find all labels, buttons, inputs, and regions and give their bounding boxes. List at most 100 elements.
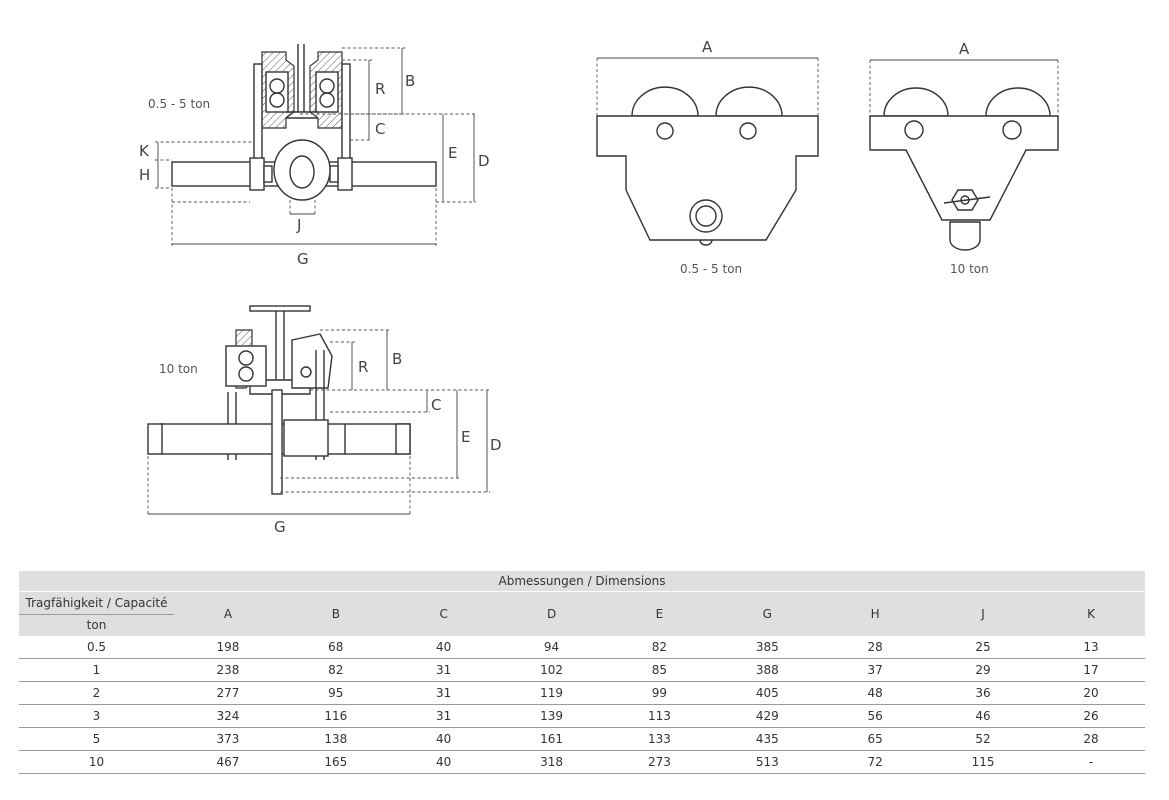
front-large-caption: 10 ton xyxy=(950,262,989,276)
front-view-large-trolley xyxy=(869,59,1059,251)
capacity-unit: ton xyxy=(86,618,107,632)
front-view-small-trolley xyxy=(596,57,819,246)
table-cell: 99 xyxy=(605,681,714,705)
dim-label-b: B xyxy=(405,72,415,90)
column-header: D xyxy=(497,591,606,636)
table-cell: 82 xyxy=(281,658,390,682)
table-cell: 52 xyxy=(929,727,1037,751)
capacity-header-cell: Tragfähigkeit / Capacité ton xyxy=(19,591,174,636)
table-cell: 273 xyxy=(605,750,714,774)
table-cell: 40 xyxy=(389,727,498,751)
table-cell: 68 xyxy=(281,636,390,659)
table-cell: 2 xyxy=(19,681,174,705)
table-cell: 405 xyxy=(713,681,822,705)
table-cell: 429 xyxy=(713,704,822,728)
table-cell: 17 xyxy=(1037,658,1145,682)
table-cell: 102 xyxy=(497,658,606,682)
side-small-caption: 0.5 - 5 ton xyxy=(148,97,210,111)
technical-drawing: 0.5 - 5 ton B R C E D K H J G A 0.5 - 5 … xyxy=(139,38,1059,536)
table-cell: 31 xyxy=(389,658,498,682)
table-cell: 133 xyxy=(605,727,714,751)
table-cell: 0.5 xyxy=(19,636,174,659)
table-cell: 388 xyxy=(713,658,822,682)
table-cell: 138 xyxy=(281,727,390,751)
table-cell: 95 xyxy=(281,681,390,705)
table-row: 5 373 138 40 161 133 435 65 52 28 xyxy=(19,727,1145,751)
side-large-caption: 10 ton xyxy=(159,362,198,376)
table-cell: 113 xyxy=(605,704,714,728)
table-cell: 82 xyxy=(605,636,714,659)
large-dim-label-d: D xyxy=(490,436,502,454)
table-cell: 119 xyxy=(497,681,606,705)
table-cell: 56 xyxy=(821,704,930,728)
table-cell: 26 xyxy=(1037,704,1145,728)
table-cell: 1 xyxy=(19,658,174,682)
dim-label-k: K xyxy=(139,142,150,160)
table-row: 0.5 198 68 40 94 82 385 28 25 13 xyxy=(19,636,1145,659)
large-dim-label-e: E xyxy=(461,428,470,446)
table-cell: 10 xyxy=(19,750,174,774)
large-dim-label-b: B xyxy=(392,350,402,368)
dim-label-g: G xyxy=(297,250,309,268)
column-header: K xyxy=(1037,591,1145,636)
dim-label-e: E xyxy=(448,144,457,162)
column-header: G xyxy=(713,591,822,636)
large-dim-label-r: R xyxy=(358,358,368,376)
table-row: 1 238 82 31 102 85 388 37 29 17 xyxy=(19,658,1145,682)
table-cell: 28 xyxy=(1037,727,1145,751)
table-cell: 198 xyxy=(174,636,282,659)
front-small-caption: 0.5 - 5 ton xyxy=(680,262,742,276)
table-cell: 116 xyxy=(281,704,390,728)
column-header: C xyxy=(389,591,498,636)
side-view-large-trolley xyxy=(147,305,490,516)
column-header: J xyxy=(929,591,1037,636)
table-cell: 5 xyxy=(19,727,174,751)
table-cell: 13 xyxy=(1037,636,1145,659)
side-view-small-trolley xyxy=(155,44,476,246)
table-cell: 385 xyxy=(713,636,822,659)
table-cell: 513 xyxy=(713,750,822,774)
dim-label-c: C xyxy=(375,120,385,138)
table-cell: - xyxy=(1037,750,1145,774)
table-cell: 115 xyxy=(929,750,1037,774)
table-cell: 139 xyxy=(497,704,606,728)
table-cell: 25 xyxy=(929,636,1037,659)
dimensions-table: Abmessungen / Dimensions Tragfähigkeit /… xyxy=(19,571,1145,774)
large-dim-label-g: G xyxy=(274,518,286,536)
table-cell: 467 xyxy=(174,750,282,774)
table-cell: 3 xyxy=(19,704,174,728)
column-header: A xyxy=(174,591,282,636)
dim-label-h: H xyxy=(139,166,150,184)
table-cell: 373 xyxy=(174,727,282,751)
table-cell: 324 xyxy=(174,704,282,728)
table-cell: 20 xyxy=(1037,681,1145,705)
column-header: E xyxy=(605,591,714,636)
table-cell: 161 xyxy=(497,727,606,751)
table-cell: 238 xyxy=(174,658,282,682)
dim-label-r: R xyxy=(375,80,385,98)
table-cell: 40 xyxy=(389,636,498,659)
table-row: 3 324 116 31 139 113 429 56 46 26 xyxy=(19,704,1145,728)
column-header: B xyxy=(281,591,390,636)
table-title: Abmessungen / Dimensions xyxy=(19,571,1145,592)
table-cell: 165 xyxy=(281,750,390,774)
table-cell: 31 xyxy=(389,681,498,705)
table-cell: 85 xyxy=(605,658,714,682)
table-row: 2 277 95 31 119 99 405 48 36 20 xyxy=(19,681,1145,705)
large-dim-label-c: C xyxy=(431,396,441,414)
table-cell: 435 xyxy=(713,727,822,751)
table-cell: 94 xyxy=(497,636,606,659)
table-row: 10 467 165 40 318 273 513 72 115 - xyxy=(19,750,1145,774)
table-cell: 36 xyxy=(929,681,1037,705)
dim-label-j: J xyxy=(296,216,301,234)
capacity-header: Tragfähigkeit / Capacité xyxy=(19,592,174,615)
column-header: H xyxy=(821,591,930,636)
table-cell: 65 xyxy=(821,727,930,751)
front-small-dim-label-a: A xyxy=(702,38,713,56)
table-cell: 37 xyxy=(821,658,930,682)
front-large-dim-label-a: A xyxy=(959,40,970,58)
table-cell: 72 xyxy=(821,750,930,774)
table-cell: 46 xyxy=(929,704,1037,728)
table-cell: 29 xyxy=(929,658,1037,682)
table-cell: 277 xyxy=(174,681,282,705)
